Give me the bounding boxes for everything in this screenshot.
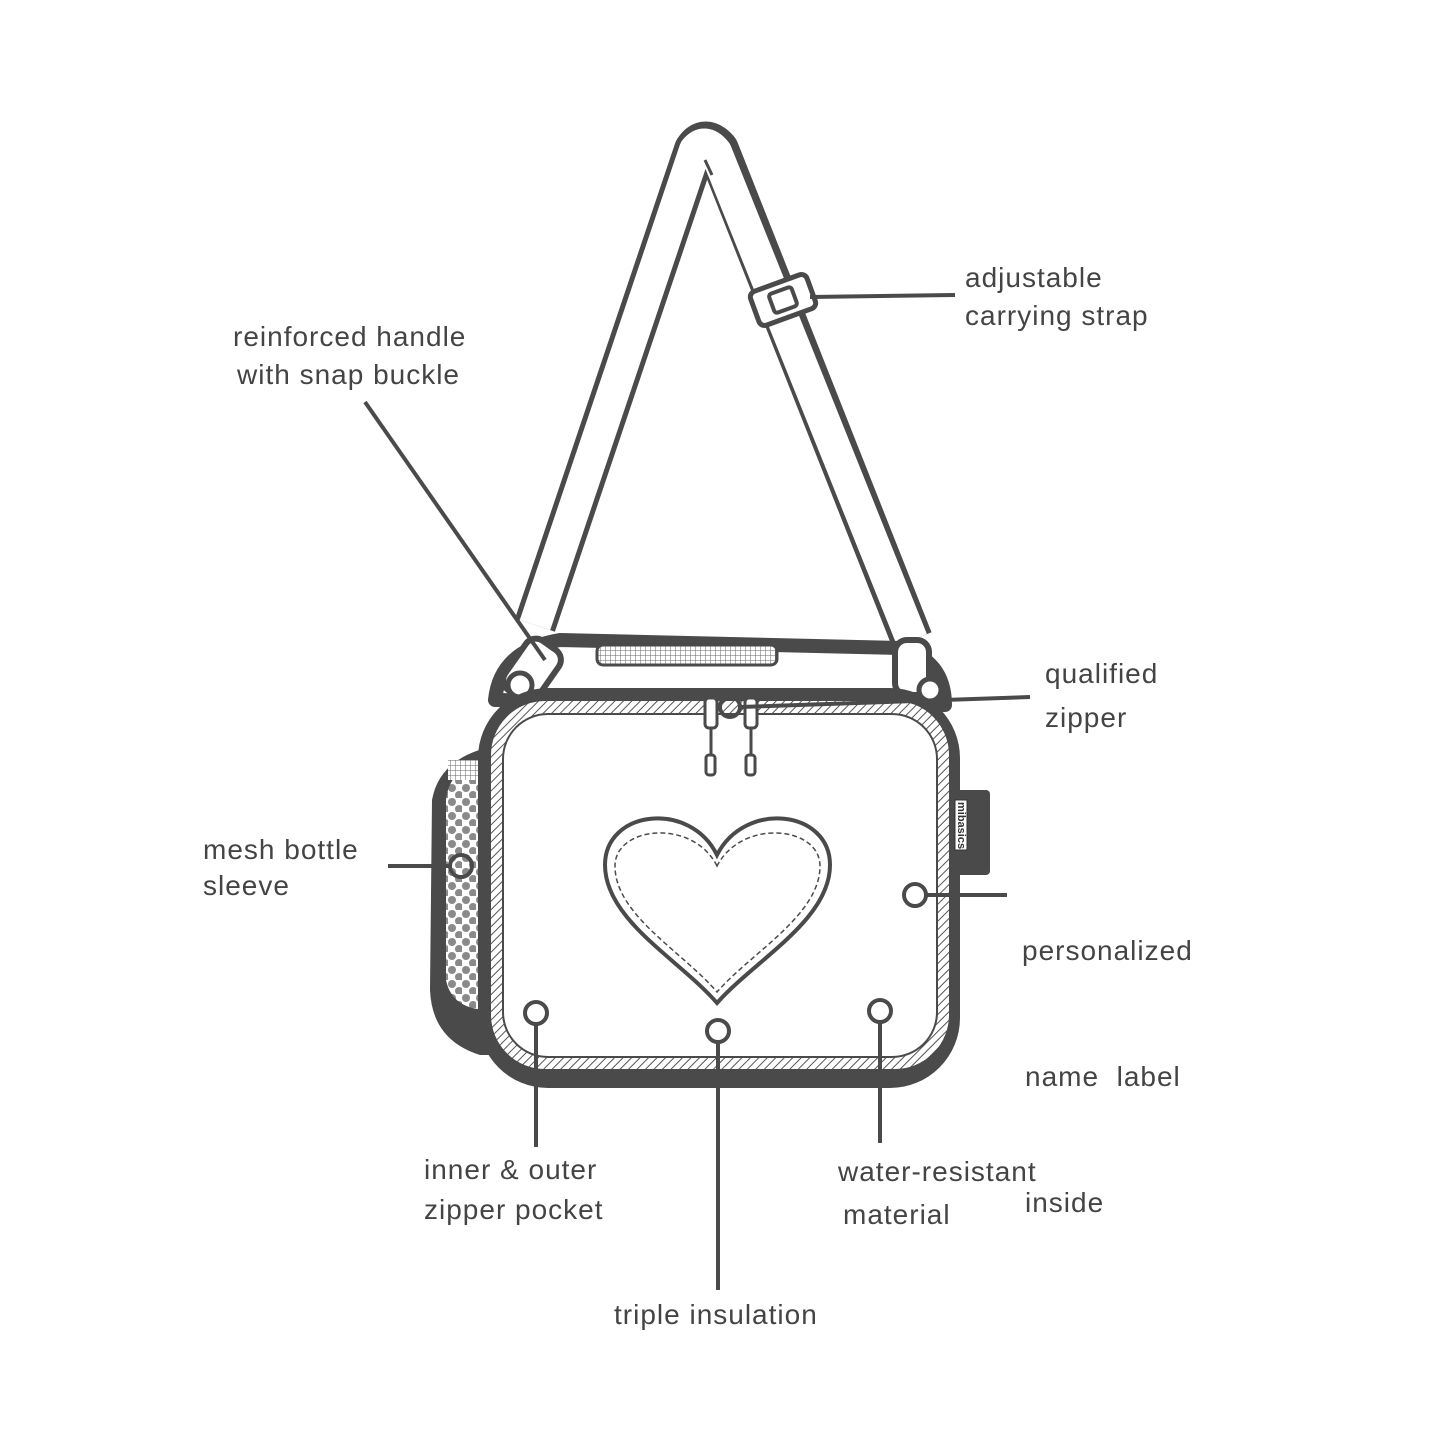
insulation-marker bbox=[705, 1018, 731, 1044]
label-line: water-resistant bbox=[838, 1156, 1037, 1187]
label-line: carrying strap bbox=[965, 300, 1149, 331]
label-water-resistant: water-resistant material bbox=[838, 1150, 1037, 1236]
zipper-leader-line bbox=[739, 695, 1031, 709]
strap-buckle bbox=[747, 272, 819, 328]
pocket-marker bbox=[523, 1000, 549, 1026]
label-line: zipper bbox=[1045, 702, 1128, 733]
zipper-pulls bbox=[703, 696, 759, 777]
handle-leader-line bbox=[363, 400, 547, 662]
label-line: personalized bbox=[1022, 935, 1193, 966]
carrying-strap bbox=[515, 121, 932, 648]
label-line: adjustable bbox=[965, 262, 1103, 293]
name-label-marker bbox=[902, 882, 928, 908]
mesh-marker bbox=[448, 853, 474, 879]
label-line: inner & outer bbox=[424, 1154, 598, 1185]
heart-stitching bbox=[614, 832, 821, 994]
label-triple-insulation: triple insulation bbox=[614, 1296, 818, 1334]
label-line: reinforced handle bbox=[233, 321, 467, 352]
brand-tag bbox=[954, 799, 968, 851]
label-line: zipper pocket bbox=[424, 1194, 604, 1225]
brand-logo: mibasics bbox=[955, 802, 967, 849]
label-personalized-name: personalized name label inside bbox=[1022, 846, 1193, 1266]
label-line: qualified bbox=[1045, 658, 1159, 689]
strap-leader-line bbox=[809, 293, 956, 299]
label-line: mesh bottle bbox=[203, 834, 359, 865]
left-snap-buckle bbox=[500, 635, 564, 705]
label-line: name label bbox=[1025, 1061, 1181, 1092]
label-zipper-pocket: inner & outer zipper pocket bbox=[424, 1150, 604, 1230]
label-qualified-zipper: qualified zipper bbox=[1045, 652, 1158, 740]
heart-patch bbox=[602, 816, 833, 1007]
label-line: material bbox=[843, 1199, 951, 1230]
label-adjustable-strap: adjustable carrying strap bbox=[965, 259, 1149, 335]
label-mesh-sleeve: mesh bottle sleeve bbox=[203, 832, 359, 904]
label-line: inside bbox=[1025, 1187, 1105, 1218]
top-handle bbox=[595, 643, 779, 667]
label-line: with snap buckle bbox=[237, 359, 461, 390]
label-line: sleeve bbox=[203, 870, 290, 901]
label-reinforced-handle: reinforced handle with snap buckle bbox=[233, 318, 466, 394]
water-marker bbox=[867, 998, 893, 1024]
zipper-marker bbox=[718, 695, 742, 719]
label-line: triple insulation bbox=[614, 1299, 818, 1330]
